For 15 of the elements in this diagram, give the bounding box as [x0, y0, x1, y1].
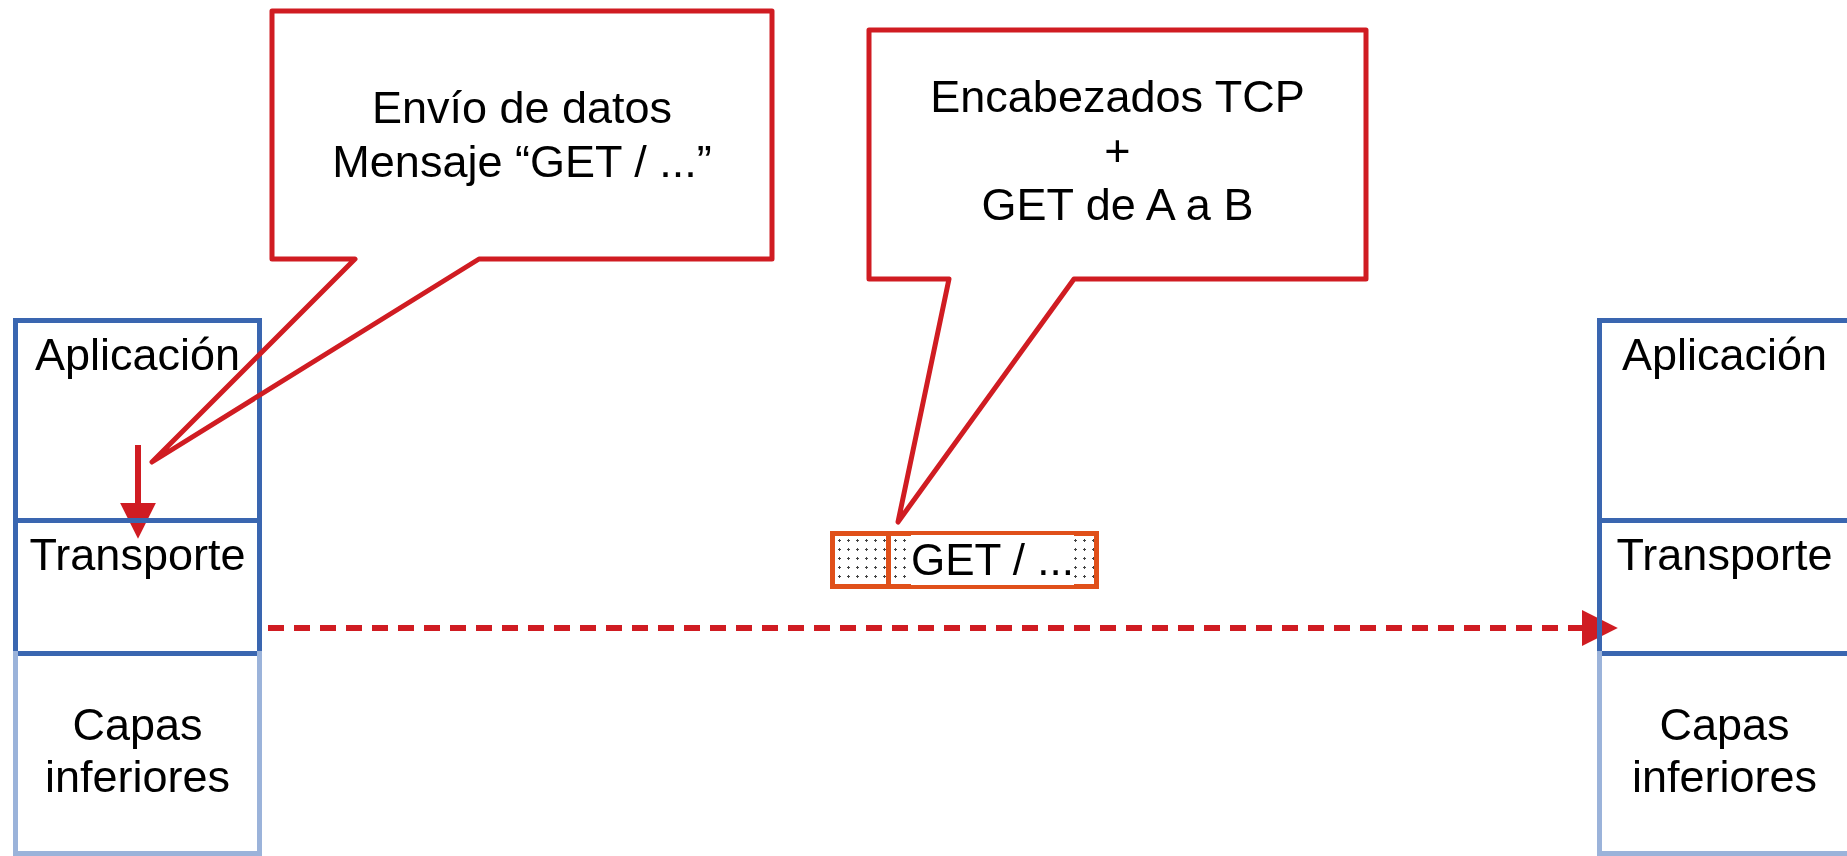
callout-text: +	[1103, 124, 1132, 178]
layer-label: Aplicación	[34, 328, 241, 381]
arrow	[268, 610, 1618, 646]
layer-box	[13, 651, 262, 856]
layer-label: Capas inferiores	[43, 699, 232, 803]
layer-label: Transporte	[29, 528, 246, 581]
callout-text: Envío de datos Mensaje “GET / ...”	[331, 81, 713, 189]
layer-box	[1597, 651, 1847, 856]
callout-text: Encabezados TCP	[929, 70, 1306, 124]
layer-label: Aplicación	[1621, 328, 1828, 381]
arrow	[120, 445, 156, 539]
layer-label: Capas inferiores	[1630, 699, 1819, 803]
layer-label: Transporte	[1616, 528, 1833, 581]
layer-label: GET / ...	[911, 534, 1074, 586]
callout-text: GET de A a B	[980, 178, 1255, 232]
